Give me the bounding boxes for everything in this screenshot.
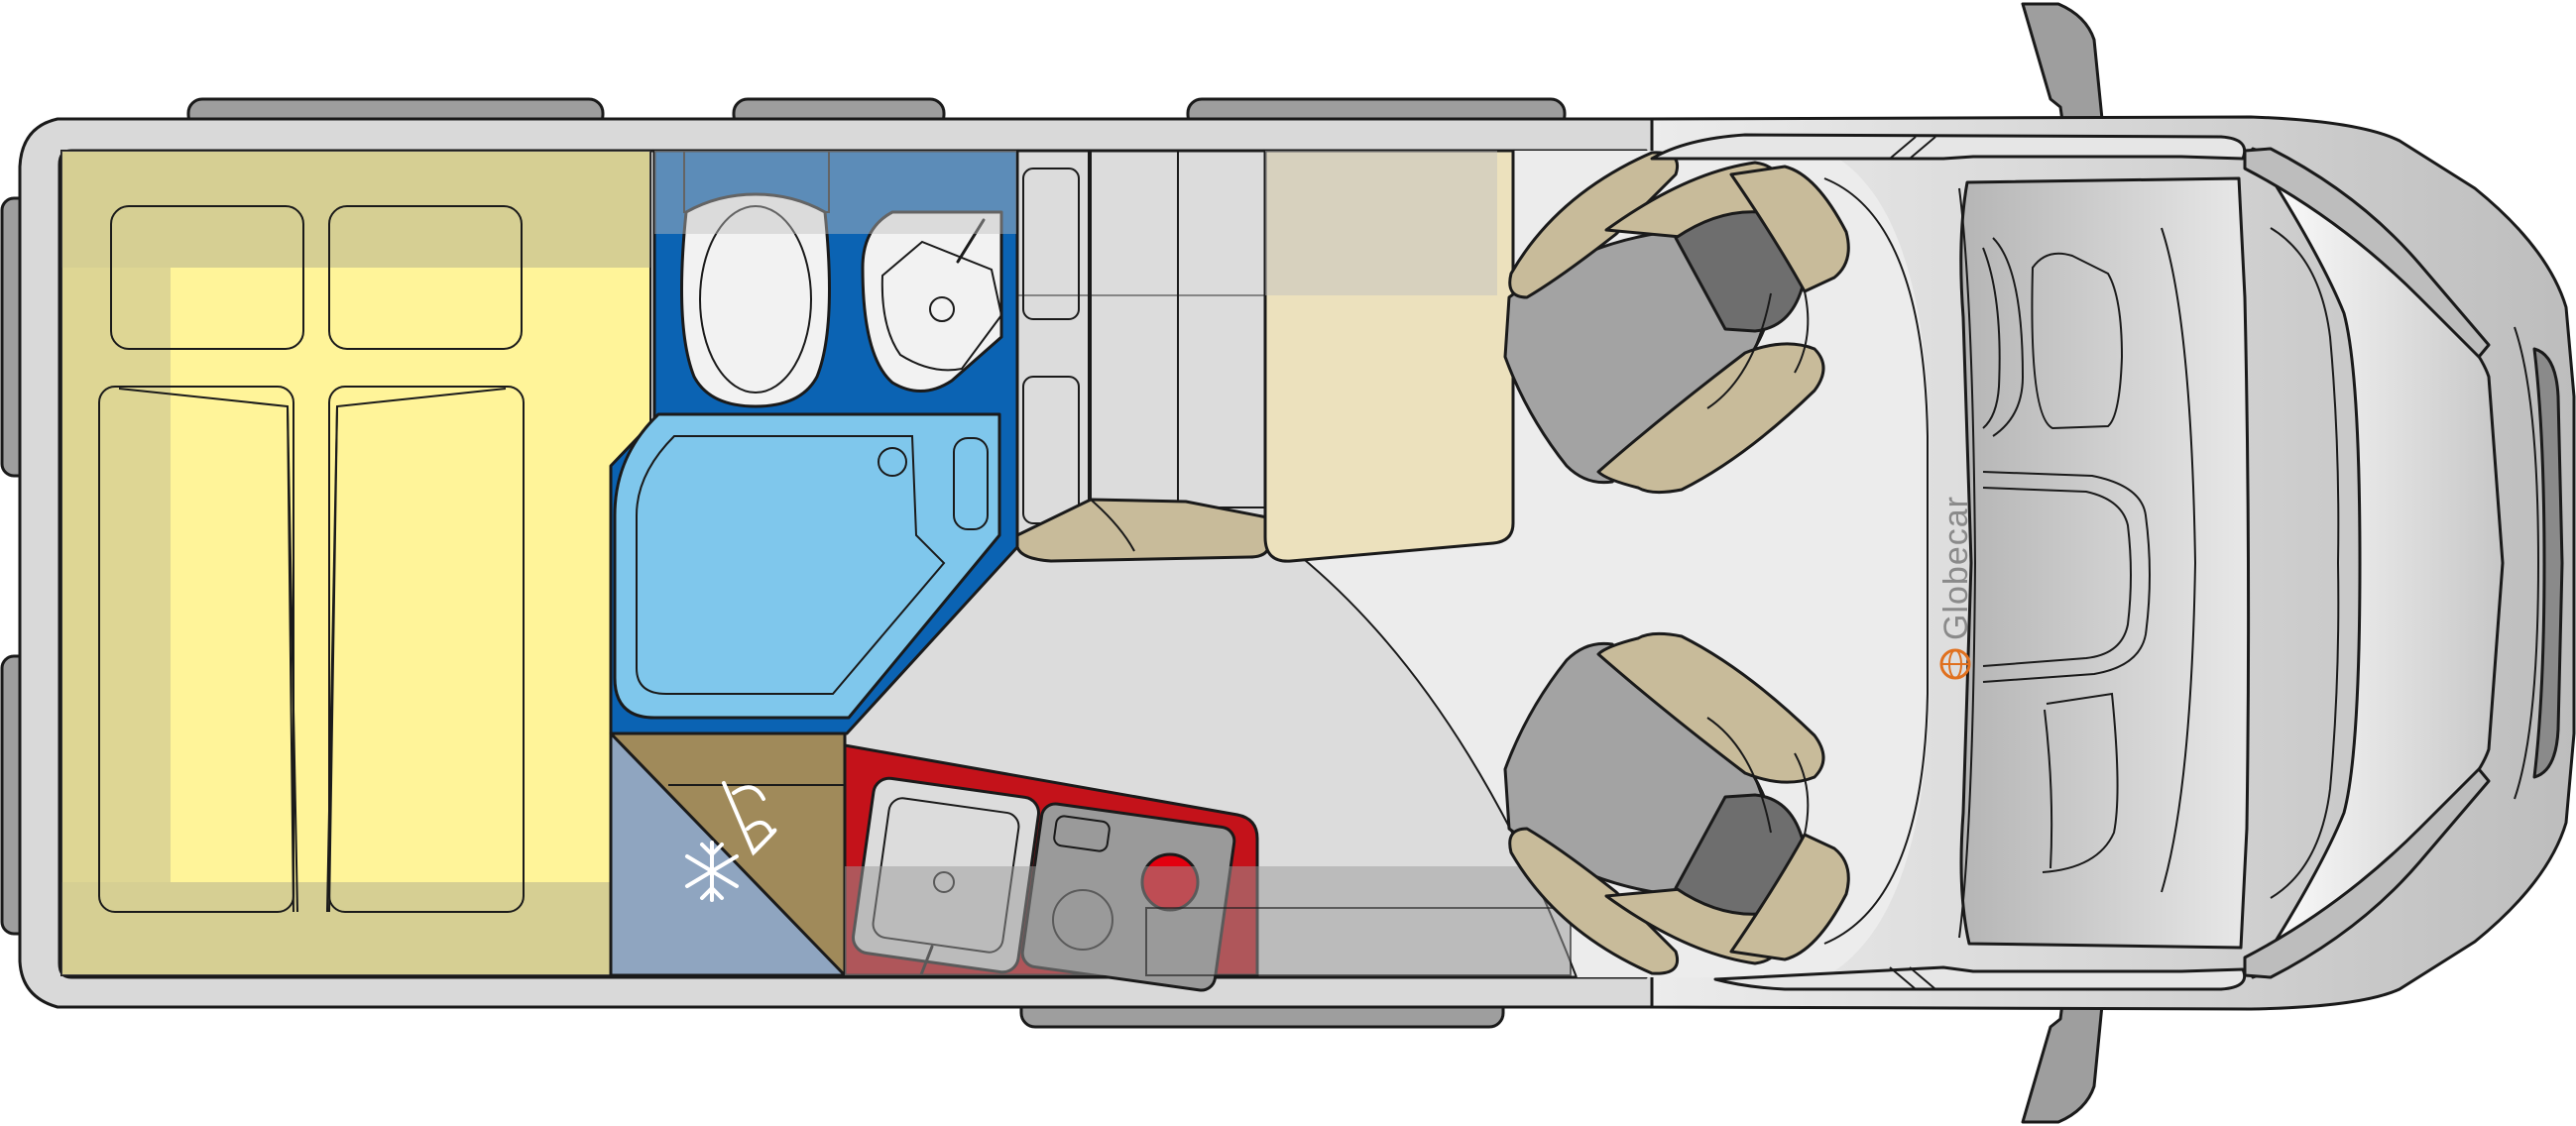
driver-seat-side-rear [1596, 631, 1825, 784]
overhead-cabinet-top [61, 151, 650, 268]
mattress-right [328, 386, 525, 913]
kitchen [843, 743, 1572, 992]
basin-drain [929, 296, 955, 322]
overhead-cabinet-side [61, 268, 171, 882]
driver-seat-cushion-left [1508, 827, 1679, 975]
dining-table [1263, 149, 1515, 563]
door-frame-top [1650, 133, 2247, 161]
instrument-cluster [2031, 252, 2124, 430]
driver-seat [1503, 631, 1850, 975]
center-console [1982, 471, 2151, 683]
passenger-seat [1503, 151, 1850, 495]
shower-drain [878, 447, 907, 477]
steering-wheel [1992, 237, 2025, 437]
rear-bed-zone [60, 150, 651, 976]
pillow-right [328, 205, 523, 350]
snowflake-icon [685, 841, 739, 902]
dashboard [1959, 176, 2251, 950]
front-grille [2532, 347, 2564, 779]
toilet-seat [699, 205, 812, 394]
hanger-icon [722, 781, 777, 856]
bed-platform [60, 150, 651, 976]
shower-tray [613, 412, 1001, 720]
passenger-seat-side-front [1729, 165, 1850, 293]
globe-logo-icon [1939, 648, 1971, 680]
mirror-top [2021, 2, 2104, 123]
a-pillar-bottom [2243, 767, 2491, 979]
dinette [1015, 149, 1515, 563]
mirror-bottom [2021, 1001, 2104, 1124]
cooktop-control-box [1053, 815, 1111, 852]
bathroom-overhead-cabinet [654, 151, 1017, 234]
door-frame-bottom [1713, 965, 2247, 991]
mattress-left [98, 386, 294, 913]
overhead-cabinet-bottom [61, 882, 650, 975]
wardrobe-fridge-unit [609, 732, 847, 977]
driver-seat-side-front [1729, 833, 1850, 961]
brand-name: Globecar [1937, 496, 1975, 640]
pillow-left [110, 205, 304, 350]
bathroom [609, 149, 1019, 735]
cab-dashboard: Globecar [1650, 133, 2251, 991]
front-end [2243, 147, 2564, 979]
bench-cushion-top [1022, 168, 1080, 320]
passenger-seat-cushion-left [1508, 151, 1679, 299]
shower-soap-tray [953, 437, 989, 530]
passenger-seat-side-rear [1596, 342, 1825, 495]
toilet [680, 192, 831, 408]
kitchen-overhead-cabinet [845, 866, 1571, 975]
a-pillar-top [2243, 147, 2491, 359]
